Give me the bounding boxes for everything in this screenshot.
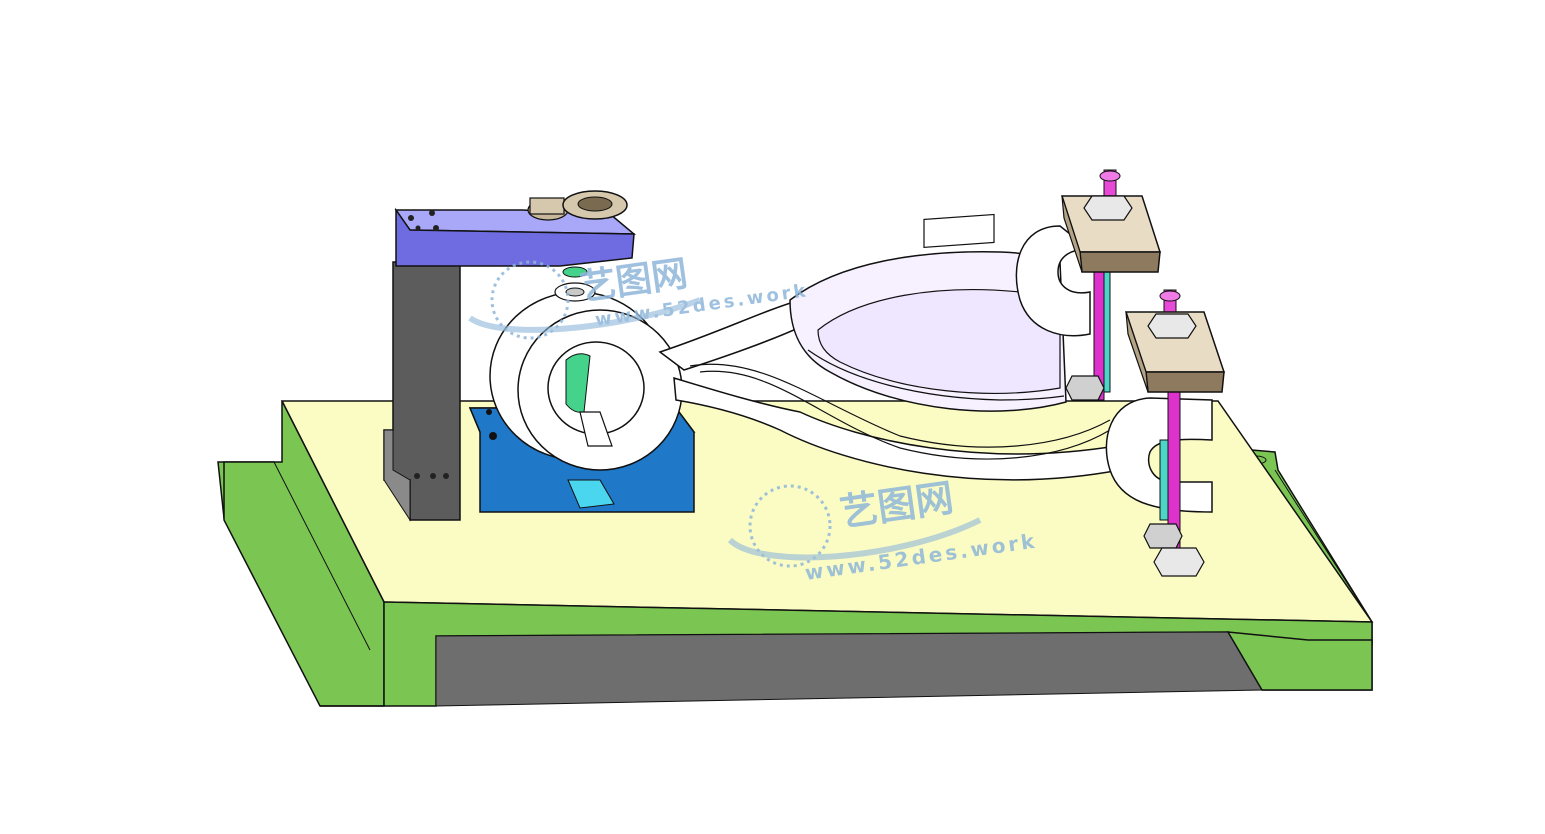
nut-bottom-2: [1153, 547, 1205, 577]
nut-upper: [1083, 195, 1133, 221]
nut-bottom-1: [1143, 523, 1183, 549]
cradle-window: [923, 213, 995, 249]
nuts: [1065, 195, 1205, 577]
right-hook-upper: [1015, 225, 1093, 337]
nut-mid: [1065, 375, 1105, 401]
half-ring-cradle: [789, 213, 1067, 412]
watermark-1-globe-icon: [490, 260, 570, 340]
base-right-leg: [1226, 631, 1373, 691]
left-clamp-ring: [489, 266, 683, 471]
nut-lower-bracket: [1147, 313, 1197, 339]
watermark-2-globe-icon: [748, 484, 832, 568]
support-post: [383, 261, 461, 522]
cradle-lip: [807, 349, 1065, 401]
thumb-screw: [527, 190, 628, 221]
link-arms: [658, 299, 1121, 481]
base-underside: [435, 631, 1263, 707]
vblock-v-groove: [567, 479, 615, 509]
arm-front-face: [395, 207, 635, 267]
ring-slot: [579, 411, 613, 447]
post-side: [383, 429, 411, 522]
cradle-inner: [817, 289, 1061, 394]
